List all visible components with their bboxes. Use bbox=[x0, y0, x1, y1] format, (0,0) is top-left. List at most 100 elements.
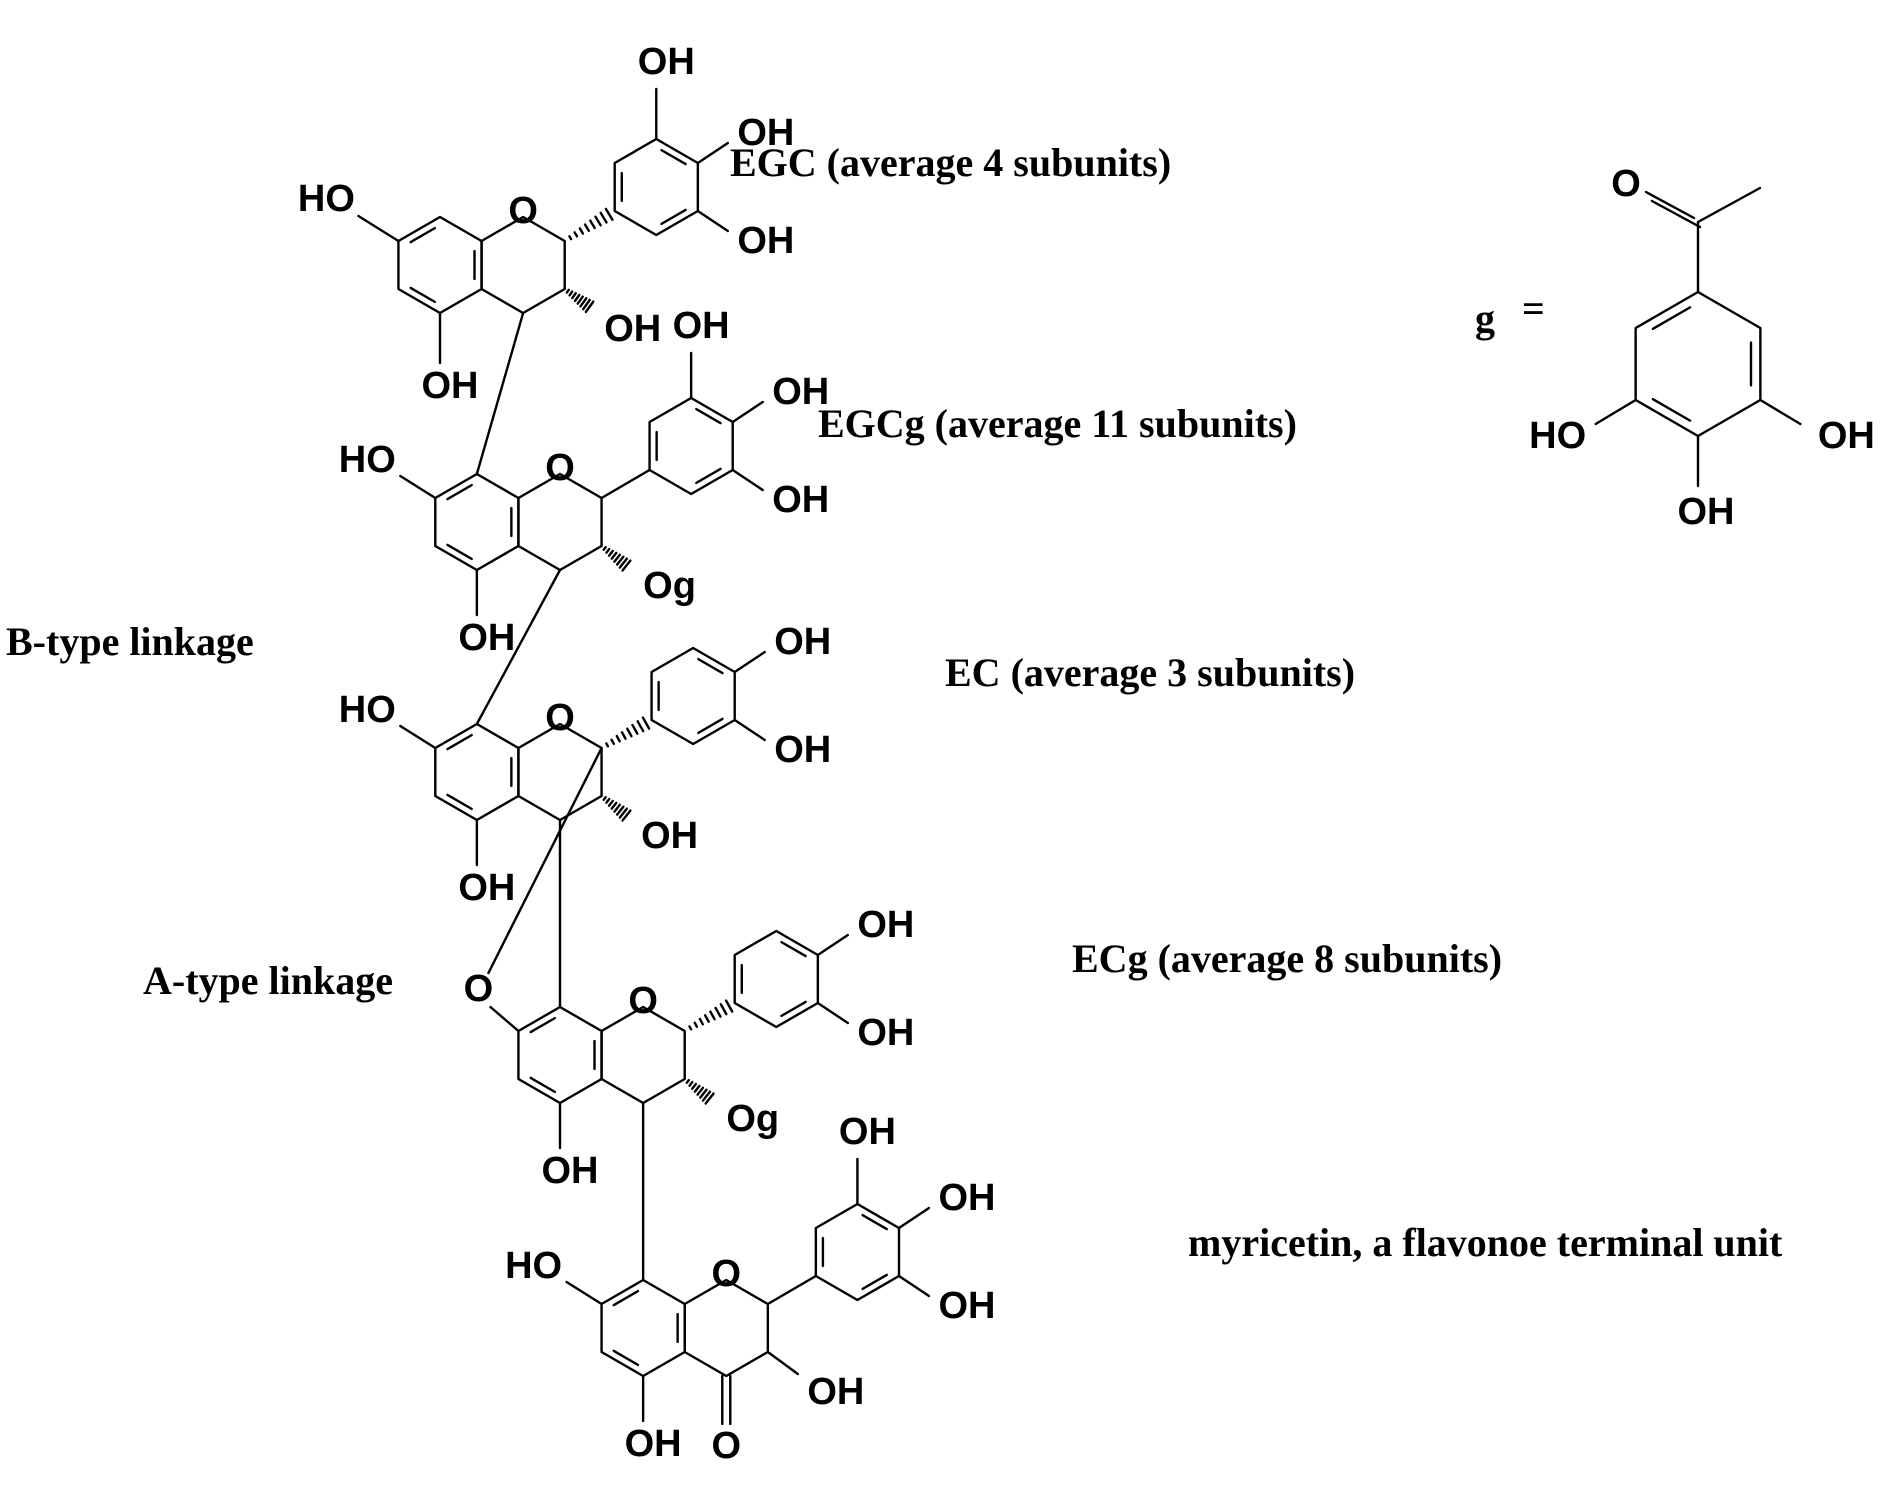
ec-a-ring-double-bond bbox=[446, 793, 473, 811]
egc-b-ring-hashed-bond bbox=[583, 223, 591, 233]
ec-b-ring-hashed-bond bbox=[626, 727, 633, 738]
hydroxyl-label: OH bbox=[458, 617, 515, 659]
hydroxyl-label: OH bbox=[422, 365, 479, 407]
ec-3-oh-hashed-bond bbox=[607, 799, 614, 807]
hydroxyl-label: OH bbox=[604, 308, 661, 350]
egc-b-ring-hashed-bond bbox=[578, 227, 585, 235]
egcg-a-ring-double-bond bbox=[446, 543, 473, 561]
egcg-a-ring-double-bond bbox=[446, 483, 473, 501]
b-type-interflavan-bond bbox=[475, 311, 525, 476]
galloyl-equals: = bbox=[1522, 286, 1545, 331]
bond-line bbox=[600, 468, 651, 500]
hydroxyl-label: OH bbox=[772, 371, 829, 413]
egcg-galloyl-hashed-bond bbox=[615, 555, 625, 566]
myricetin-label: myricetin, a flavonoe terminal unit bbox=[1188, 1220, 1783, 1265]
hydroxyl-label: OH bbox=[938, 1285, 995, 1327]
bond-line bbox=[733, 718, 766, 742]
ecg-b-ring-double-bond bbox=[780, 940, 807, 958]
galloyl-carbonyl-oxygen: O bbox=[1611, 163, 1641, 205]
egcg-galloyl-hashed-bond bbox=[610, 551, 618, 560]
egcg-galloyl-hashed-bond bbox=[621, 559, 632, 572]
ecg-b-ring-hashed-bond bbox=[698, 1017, 705, 1026]
hydroxyl-label: OH bbox=[542, 1150, 599, 1192]
myricetin-a-ring-double-bond bbox=[612, 1349, 640, 1367]
ring-oxygen: O bbox=[711, 1253, 741, 1295]
ec-b-ring-double-bond bbox=[697, 657, 724, 675]
a-type-linkage-label: A-type linkage bbox=[143, 958, 393, 1003]
hydroxyl-label: OH bbox=[458, 867, 515, 909]
bond-line bbox=[731, 400, 764, 424]
ring-oxygen: O bbox=[508, 190, 538, 232]
bond-line bbox=[1759, 398, 1802, 426]
ring-oxygen: O bbox=[545, 447, 575, 489]
bond-line bbox=[1594, 398, 1637, 426]
egc-a-ring-double-bond bbox=[409, 226, 437, 244]
b-type-linkage-label: B-type linkage bbox=[6, 619, 254, 664]
egc-3-oh-hashed-bond bbox=[581, 298, 591, 311]
egcg-galloyl-hashed-bond bbox=[602, 545, 607, 551]
ecg-galloyl-hashed-bond bbox=[696, 1086, 705, 1096]
galloyl-symbol: g bbox=[1475, 296, 1495, 341]
hydroxyl-label: OH bbox=[1678, 491, 1735, 533]
hydroxyl-label: OH bbox=[857, 1012, 914, 1054]
ecg-galloyl-hashed-bond bbox=[685, 1078, 691, 1084]
egc-b-ring-double-bond bbox=[660, 208, 687, 226]
ec-b-ring-hashed-bond bbox=[615, 734, 621, 743]
egc-3-oh-hashed-bond bbox=[579, 297, 588, 308]
hydroxyl-label: HO bbox=[339, 439, 396, 481]
galloyl-bond bbox=[1696, 186, 1762, 224]
hydroxyl-label: HO bbox=[505, 1245, 562, 1287]
ec-b-ring-hashed-bond bbox=[636, 720, 645, 733]
hydroxyl-label: OH bbox=[839, 1111, 896, 1153]
hydroxyl-label: HO bbox=[339, 689, 396, 731]
ec-b-ring-double-bond bbox=[697, 717, 724, 735]
egc-label: EGC (average 4 subunits) bbox=[730, 140, 1171, 185]
egcg-galloyl-hashed-bond bbox=[605, 547, 611, 554]
bond-line bbox=[731, 468, 764, 492]
ecg-galloyl-hashed-bond bbox=[701, 1090, 712, 1102]
ec-label: EC (average 3 subunits) bbox=[945, 650, 1355, 695]
egc-3-oh-hashed-bond bbox=[576, 295, 584, 305]
bond-line bbox=[565, 1280, 603, 1306]
bond-line bbox=[696, 209, 730, 233]
egc-b-ring-hashed-bond bbox=[599, 211, 608, 224]
egc-b-ring bbox=[613, 137, 700, 237]
ecg-galloyl-hashed-bond bbox=[688, 1080, 694, 1087]
egc-3-oh-hashed-bond bbox=[571, 292, 577, 300]
hydroxyl-label: OH bbox=[772, 479, 829, 521]
carbonyl-oxygen: O bbox=[711, 1425, 741, 1467]
ecg-a-ring-double-bond bbox=[529, 1016, 557, 1034]
egc-3-oh-hashed-bond bbox=[584, 300, 595, 314]
hydroxyl-label: HO bbox=[298, 178, 355, 220]
egc-3-oh-hashed-bond bbox=[573, 293, 581, 303]
ecg-galloyl-hashed-bond bbox=[699, 1088, 708, 1099]
egcg-label: EGCg (average 11 subunits) bbox=[818, 401, 1297, 446]
egcg-b-ring-double-bond bbox=[695, 407, 722, 425]
bond-layer bbox=[357, 87, 1802, 1426]
ecg-b-ring-hashed-bond bbox=[724, 999, 734, 1013]
ecg-galloyl-hashed-bond bbox=[704, 1092, 715, 1105]
ecg-b-ring-hashed-bond bbox=[709, 1010, 716, 1021]
ring-oxygen: O bbox=[628, 980, 658, 1022]
galloyl-carbonyl-bond bbox=[1644, 190, 1696, 220]
egc-b-ring-double-bond bbox=[660, 148, 687, 166]
egc-3-oh-hashed-bond bbox=[565, 288, 570, 294]
bond-line bbox=[733, 650, 766, 674]
myricetin-b-ring-double-bond bbox=[861, 1273, 888, 1291]
hydroxyl-label: OH bbox=[737, 112, 794, 154]
hydroxyl-label: OH bbox=[638, 41, 695, 83]
ec-b-ring-hashed-bond bbox=[641, 716, 651, 730]
ec-b-ring-hashed-bond bbox=[610, 738, 616, 746]
myricetin-b-ring bbox=[814, 1202, 901, 1302]
bond-line bbox=[696, 141, 730, 165]
egcg-b-ring-double-bond bbox=[695, 467, 722, 485]
hydroxyl-label: OH bbox=[737, 220, 794, 262]
ec-b-ring-hashed-bond bbox=[631, 723, 639, 735]
hydroxyl-label: OH bbox=[774, 621, 831, 663]
bond-line bbox=[766, 1350, 800, 1376]
galloyl-ester-label: Og bbox=[726, 1098, 779, 1140]
ecg-b-ring-double-bond bbox=[780, 1000, 807, 1018]
a-type-linkage-oxygen: O bbox=[464, 968, 494, 1010]
